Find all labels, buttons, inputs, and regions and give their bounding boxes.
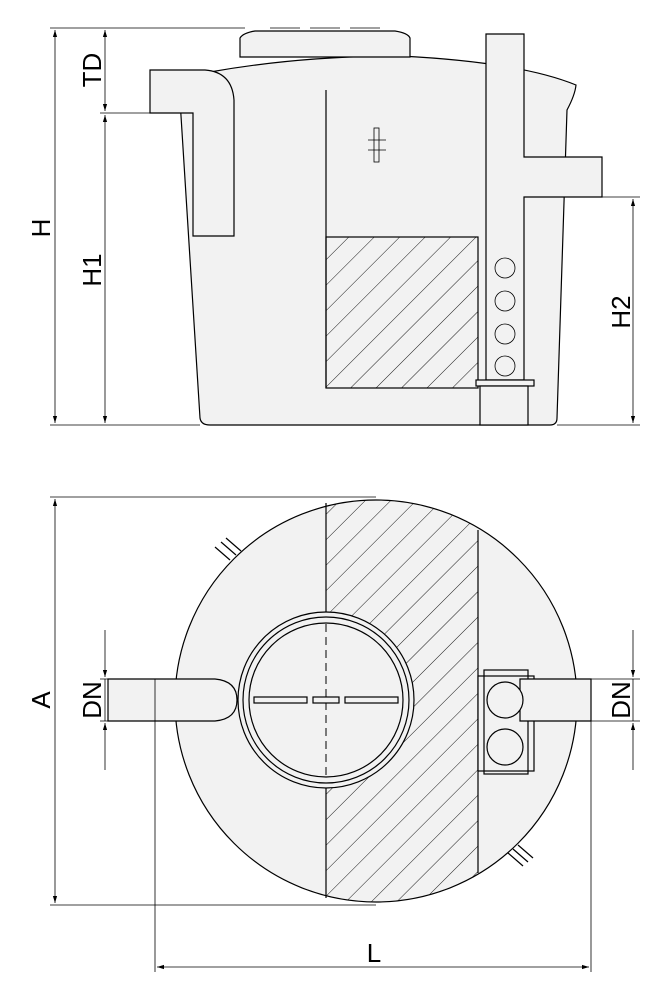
outlet-hole (494, 323, 516, 345)
label-td: TD (77, 53, 107, 88)
outlet-bracket-inner (483, 669, 529, 775)
outlet-pipe-top (519, 678, 592, 722)
outlet-pipe-circle-1 (486, 681, 524, 719)
cover-bar (344, 696, 399, 704)
manhole-ring-middle (242, 616, 410, 784)
inlet-pipe-top (107, 678, 238, 722)
level-indicator-icon (373, 127, 380, 163)
manhole-cover-top (239, 30, 411, 58)
label-h2: H2 (606, 295, 636, 328)
cover-bar (312, 696, 340, 704)
outlet-base-plate (475, 379, 535, 387)
outlet-hole (494, 257, 516, 279)
filter-block-side (325, 236, 479, 389)
outlet-hole (494, 290, 516, 312)
handle-top-left (214, 537, 242, 561)
label-a: A (26, 691, 56, 709)
label-h: H (26, 219, 56, 238)
outlet-stand (479, 385, 529, 426)
side-view: H TD H1 H2 (26, 27, 640, 426)
top-view: A DN DN L (26, 496, 640, 972)
inlet-pipe (149, 69, 235, 237)
outlet-hole (494, 355, 516, 377)
outlet-pipe-circle-2 (486, 728, 524, 766)
label-h1: H1 (77, 253, 107, 286)
label-dn-left: DN (77, 681, 107, 719)
handle-bottom-right (507, 844, 534, 867)
manhole-ring-inner (248, 622, 404, 778)
label-dn-right: DN (606, 681, 636, 719)
label-l: L (367, 938, 381, 968)
cover-bar (253, 696, 308, 704)
